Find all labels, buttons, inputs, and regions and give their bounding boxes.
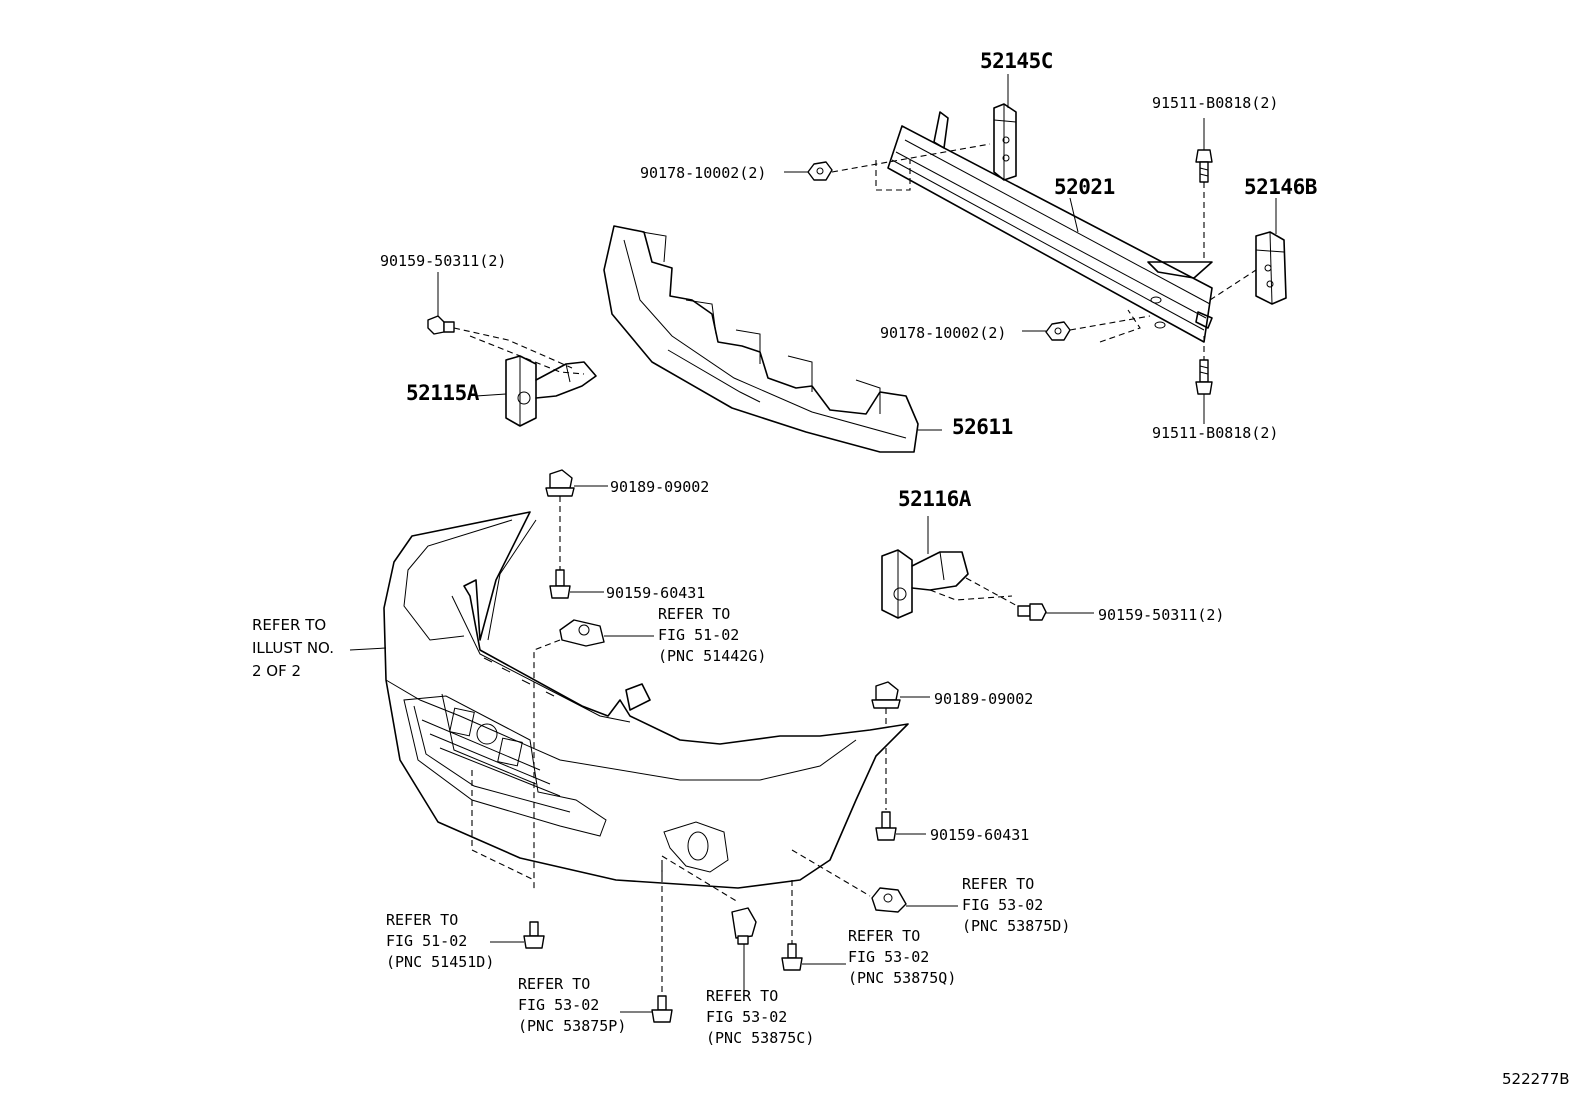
screw-90159-60431-lower (875, 811, 897, 841)
nut-90178-top (807, 161, 833, 181)
bolt-91511-top (1195, 149, 1213, 183)
clip-51442G (559, 619, 605, 647)
energy-absorber-52611 (603, 225, 919, 453)
ref-53875P-line1: REFER TO (518, 975, 591, 993)
label-90178-top: 90178-10002(2) (640, 164, 767, 182)
ref-53875C-line3: (PNC 53875C) (706, 1029, 815, 1047)
ref-51442G-line2: FIG 51-02 (658, 626, 740, 644)
bumper-reinforcement-52021 (887, 111, 1213, 343)
clip-90189-09002-upper (545, 469, 575, 497)
clip-90189-09002-lower (871, 681, 901, 709)
label-91511-top: 91511-B0818(2) (1152, 94, 1279, 112)
label-90159-50311-right: 90159-50311(2) (1098, 606, 1225, 624)
dash-52116A-a (929, 589, 1013, 601)
dash-box-top (875, 160, 911, 191)
bolt-91511-bottom (1195, 359, 1213, 395)
note-ref-53875Q: REFER TO FIG 53-02 (PNC 53875Q) (848, 926, 956, 989)
screw-90159-60431-upper (549, 569, 571, 599)
label-90159-50311-left: 90159-50311(2) (380, 252, 507, 270)
note-ref-53875C: REFER TO FIG 53-02 (PNC 53875C) (706, 986, 814, 1049)
figure-number: 522277B (1502, 1070, 1570, 1088)
note-refer-illust-line1: REFER TO (252, 616, 327, 634)
label-90159-60431-lower: 90159-60431 (930, 826, 1030, 844)
dash-51451D (471, 770, 535, 881)
label-52021: 52021 (1054, 175, 1115, 199)
ref-51451D-line2: FIG 51-02 (386, 932, 468, 950)
note-ref-51451D: REFER TO FIG 51-02 (PNC 51451D) (386, 910, 494, 973)
dash-52115A-b (469, 335, 585, 375)
bracket-52115A (505, 355, 597, 427)
bracket-52146B (1255, 231, 1287, 305)
note-refer-illust: REFER TO ILLUST NO. 2 OF 2 (252, 614, 334, 683)
label-91511-bottom: 91511-B0818(2) (1152, 424, 1279, 442)
dash-52115A-a (453, 327, 573, 369)
clip-53875C (731, 907, 757, 945)
ref-51442G-line3: (PNC 51442G) (658, 647, 767, 665)
ref-53875Q-line1: REFER TO (848, 927, 921, 945)
label-52145C: 52145C (980, 49, 1053, 73)
leader-52021 (1069, 197, 1079, 233)
bracket-52145C (993, 103, 1017, 181)
ref-53875Q-line2: FIG 53-02 (848, 948, 930, 966)
ref-51451D-line3: (PNC 51451D) (386, 953, 495, 971)
label-90178-mid: 90178-10002(2) (880, 324, 1007, 342)
screw-53875Q (781, 943, 803, 971)
leader-52115A (475, 393, 507, 397)
ref-53875D-line2: FIG 53-02 (962, 896, 1044, 914)
label-90189-lower: 90189-09002 (934, 690, 1034, 708)
ref-53875Q-line3: (PNC 53875Q) (848, 969, 957, 987)
label-52115A: 52115A (406, 381, 479, 405)
label-52611: 52611 (952, 415, 1013, 439)
dash-90178-top (831, 143, 991, 173)
leader-refer-illust (349, 647, 387, 651)
dash-51442G (533, 639, 561, 890)
label-90159-60431-upper: 90159-60431 (606, 584, 706, 602)
ref-53875P-line2: FIG 53-02 (518, 996, 600, 1014)
dash-90178-mid (1069, 315, 1151, 331)
ref-53875P-line3: (PNC 53875P) (518, 1017, 627, 1035)
dash-53875C (661, 855, 739, 903)
bolt-90159-50311-right (1017, 603, 1047, 621)
screw-51451D (523, 921, 545, 949)
note-refer-illust-line2: ILLUST NO. (252, 639, 335, 657)
bolt-90159-50311-left (427, 315, 455, 335)
screw-53875P (651, 995, 673, 1023)
dash-53875D (791, 849, 871, 897)
dash-52146B (1209, 269, 1257, 301)
ref-53875D-line3: (PNC 53875D) (962, 917, 1071, 935)
label-52146B: 52146B (1244, 175, 1317, 199)
label-52116A: 52116A (898, 487, 971, 511)
ref-53875D-line1: REFER TO (962, 875, 1035, 893)
ref-51451D-line1: REFER TO (386, 911, 459, 929)
dash-box-mid (1099, 309, 1141, 343)
ref-53875C-line1: REFER TO (706, 987, 779, 1005)
ref-53875C-line2: FIG 53-02 (706, 1008, 788, 1026)
ref-51442G-line1: REFER TO (658, 605, 731, 623)
bumper-cover (383, 511, 909, 889)
clip-53875D (871, 887, 907, 913)
note-refer-illust-line3: 2 OF 2 (252, 662, 302, 680)
label-90189-upper: 90189-09002 (610, 478, 710, 496)
note-ref-51442G: REFER TO FIG 51-02 (PNC 51442G) (658, 604, 766, 667)
note-ref-53875D: REFER TO FIG 53-02 (PNC 53875D) (962, 874, 1070, 937)
note-ref-53875P: REFER TO FIG 53-02 (PNC 53875P) (518, 974, 626, 1037)
bracket-52116A (881, 549, 969, 619)
nut-90178-mid (1045, 321, 1071, 341)
